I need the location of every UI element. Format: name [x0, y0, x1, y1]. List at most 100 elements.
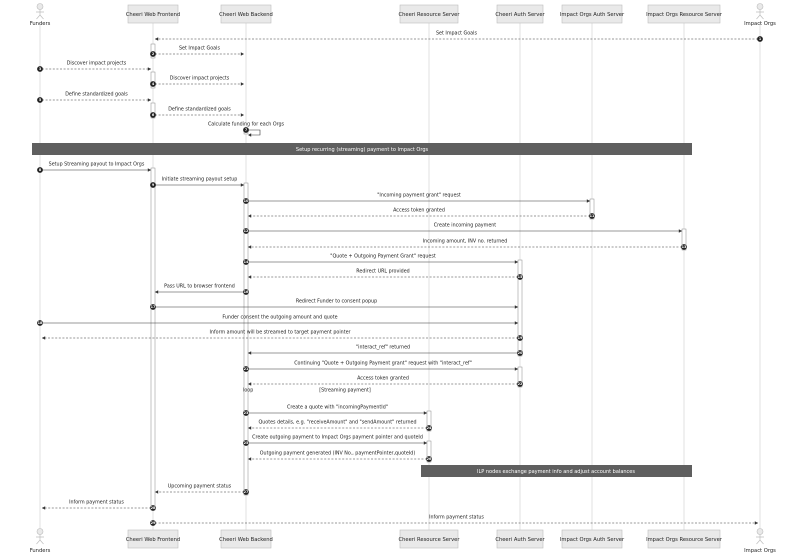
activation-bar-orgauth	[589, 198, 595, 220]
actor-head-icon	[36, 3, 44, 10]
arrowhead	[248, 351, 252, 355]
arrowhead	[240, 82, 244, 86]
message-label: Outgoing payment generated (INV No., pay…	[260, 451, 416, 457]
arrowhead	[514, 321, 518, 325]
step-number-badge	[150, 505, 156, 511]
actor-figure-icon	[36, 9, 44, 20]
message-label: Set Impact Goals	[179, 46, 220, 52]
loop-keyword: loop	[243, 388, 253, 394]
arrowhead	[514, 260, 518, 264]
participant-box-resource	[399, 4, 459, 24]
activations	[150, 43, 687, 511]
message-label: Incoming amount, INV no. returned	[423, 239, 508, 245]
loop-frame: loop [Streaming payment]	[243, 388, 371, 394]
arrowhead	[423, 411, 427, 415]
participant-box-auth	[496, 529, 544, 549]
message-label: Upcoming payment status	[168, 484, 232, 490]
arrowhead	[423, 441, 427, 445]
actor-figure-icon	[756, 9, 764, 20]
arrowhead	[147, 98, 151, 102]
participant-box-backend	[220, 529, 272, 549]
step-number-badge	[150, 520, 156, 526]
arrowhead	[678, 229, 682, 233]
divider-label: Setup recurring (streaming) payment to I…	[296, 147, 429, 153]
message-18: 18 Funder consent the outgoing amount and…	[37, 315, 518, 326]
note-label: ILP nodes exchange payment info and adju…	[477, 469, 635, 475]
message-label: Redirect Funder to consent popup	[296, 299, 377, 305]
step-number: 7	[245, 128, 248, 132]
step-number-badge	[243, 127, 249, 133]
message-10: 10"Incoming payment grant" request	[243, 193, 590, 204]
loop-condition: [Streaming payment]	[319, 388, 371, 394]
arrowhead	[147, 67, 151, 71]
step-number-badge	[243, 198, 249, 204]
participant-label-funders: Funders	[30, 548, 51, 554]
step-number-badge	[243, 228, 249, 234]
message-label: Redirect URL provided	[356, 269, 409, 275]
step-number-badge	[426, 456, 432, 462]
note-bar	[421, 465, 692, 477]
ilp-note: ILP nodes exchange payment info and adju…	[421, 465, 692, 477]
message-label: Discover impact projects	[170, 76, 230, 82]
step-number: 9	[152, 183, 155, 187]
activation-bar-resource	[426, 440, 432, 463]
section-divider: Setup recurring (streaming) payment to I…	[32, 143, 692, 155]
divider-bar	[32, 143, 692, 155]
message-label: Define standardized goals	[65, 92, 128, 98]
step-number-badge	[243, 489, 249, 495]
participant-box-orgauth	[561, 4, 623, 24]
step-number-badge	[150, 182, 156, 188]
message-label: Create outgoing payment to Impact Orgs p…	[252, 435, 423, 441]
step-number: 1	[759, 37, 762, 41]
step-number: 8	[39, 168, 42, 172]
step-number-badge	[37, 66, 43, 72]
participant-label-backend: Cheeri Web Backend	[219, 537, 273, 543]
step-number: 25	[244, 441, 249, 445]
step-number-badge	[757, 36, 763, 42]
arrowhead	[155, 490, 159, 494]
participant-box-orgres	[647, 529, 721, 549]
step-number-badge	[517, 381, 523, 387]
message-label: Funder consent the outgoing amount and q…	[222, 315, 337, 321]
arrowhead	[248, 382, 252, 386]
step-number-badge	[243, 259, 249, 265]
step-number: 11	[590, 214, 595, 218]
activation-bar-auth	[517, 366, 523, 388]
step-number: 16	[244, 290, 249, 294]
participant-label-funders: Funders	[30, 21, 51, 27]
actor-head-icon	[756, 528, 764, 535]
self-message-line	[248, 129, 261, 136]
participant-label-auth: Cheeri Auth Server	[495, 12, 545, 18]
participant-box-orgres	[647, 4, 721, 24]
arrowhead	[155, 37, 159, 41]
activation-bar-resource	[426, 410, 432, 432]
arrowhead	[155, 290, 159, 294]
arrowhead	[240, 113, 244, 117]
participant-box-orgauth	[561, 529, 623, 549]
message-4: 4 Discover impact projects	[150, 76, 244, 87]
message-label: Define standardized goals	[168, 107, 231, 113]
step-number-badge	[37, 167, 43, 173]
arrowhead	[248, 457, 252, 461]
step-number: 18	[38, 321, 43, 325]
step-number: 4	[152, 82, 155, 86]
participant-label-frontend: Cheeri Web Frontend	[126, 12, 180, 18]
participant-label-orgauth: Impact Orgs Auth Server	[560, 537, 625, 543]
step-number: 28	[151, 506, 156, 510]
message-label: "Incoming payment grant" request	[377, 193, 461, 199]
participant-label-orgs: Impact Orgs	[744, 21, 776, 27]
step-number-badge	[243, 366, 249, 372]
message-label: Inform payment status	[69, 500, 124, 506]
